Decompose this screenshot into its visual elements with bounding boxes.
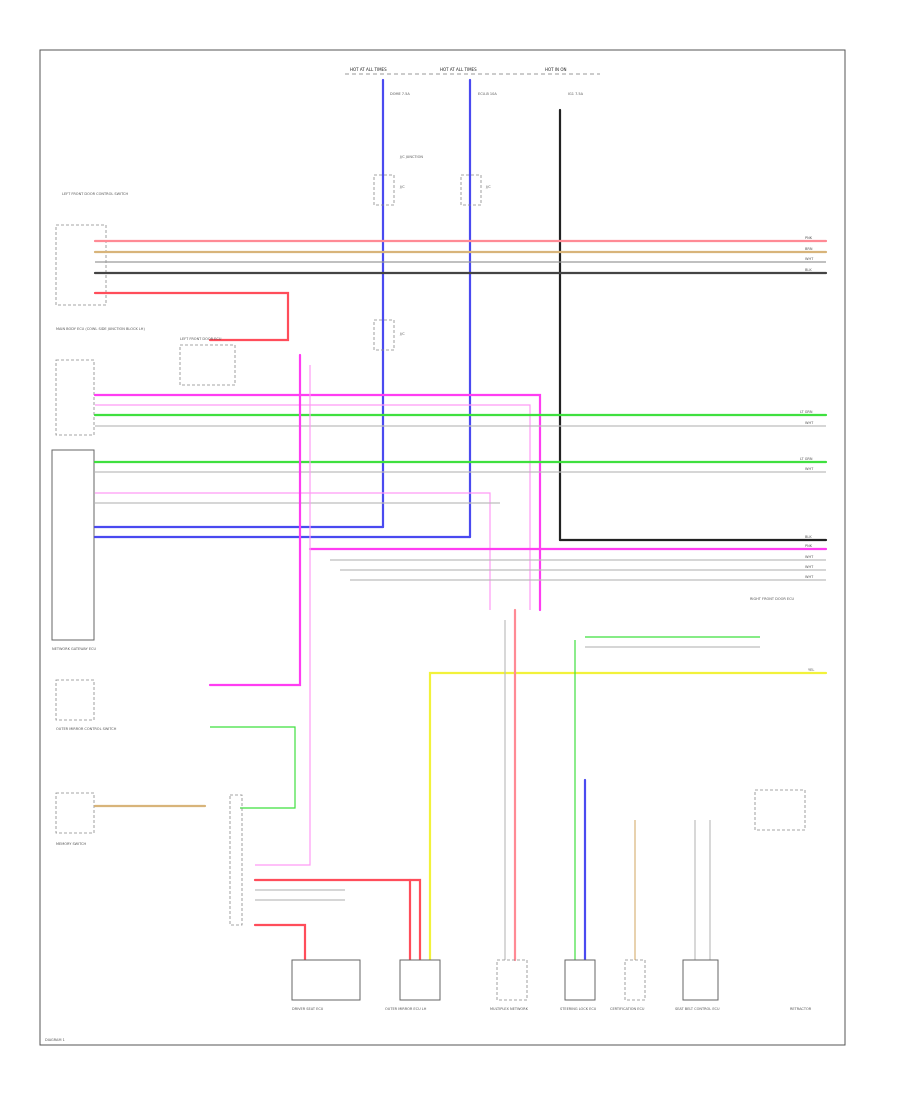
page-ref: DIAGRAM 1 xyxy=(45,1038,65,1042)
wire-red-loop xyxy=(93,291,290,342)
outer-mirror-box xyxy=(55,679,95,721)
gateway-ecu-box xyxy=(51,449,95,641)
svg-text:LT GRN: LT GRN xyxy=(800,457,813,461)
svg-text:YEL: YEL xyxy=(808,668,814,672)
svg-text:WHT: WHT xyxy=(805,421,814,425)
wire-yellow xyxy=(428,671,828,962)
retractor-box xyxy=(754,789,806,831)
bottom-label-6: SEAT BELT CONTROL ECU xyxy=(675,1007,720,1011)
bottom-box-5 xyxy=(624,959,646,1001)
wire-magenta-c xyxy=(95,492,491,610)
top-label-b: HOT AT ALL TIMES xyxy=(440,67,477,72)
svg-text:WHT: WHT xyxy=(805,257,814,261)
diagram-frame xyxy=(39,49,846,1046)
gateway-ecu-label: NETWORK GATEWAY ECU xyxy=(52,647,97,651)
wire-magenta-vertical xyxy=(208,353,302,687)
top-label-a: HOT AT ALL TIMES xyxy=(350,67,387,72)
svg-text:BRN: BRN xyxy=(805,247,813,251)
wire-green-lower xyxy=(210,726,296,809)
bottom-label-3: MULTIPLEX NETWORK xyxy=(490,1007,529,1011)
wire-magenta-b xyxy=(95,404,531,610)
fuse-2-label: ECU-B 10A xyxy=(478,92,497,96)
bottom-box-3 xyxy=(496,959,528,1001)
svg-text:BLK: BLK xyxy=(805,268,812,272)
bottom-label-5: CERTIFICATION ECU xyxy=(610,1007,645,1011)
bottom-box-1 xyxy=(291,959,361,1001)
bottom-label-7: RETRACTOR xyxy=(790,1007,812,1011)
memory-switch-label: MEMORY SWITCH xyxy=(56,842,87,846)
memory-switch-box xyxy=(55,792,95,834)
main-body-ecu-label: MAIN BODY ECU (COWL SIDE JUNCTION BLOCK … xyxy=(56,327,145,331)
svg-text:J/C: J/C xyxy=(399,185,405,189)
fuse-3-label: IG1 7.5A xyxy=(568,92,584,96)
left-door-ecu-box xyxy=(179,344,236,386)
left-door-ecu-label: LEFT FRONT DOOR ECU xyxy=(180,337,222,341)
svg-text:WHT: WHT xyxy=(805,575,814,579)
svg-text:PNK: PNK xyxy=(805,544,813,548)
svg-text:WHT: WHT xyxy=(805,565,814,569)
svg-text:LT GRN: LT GRN xyxy=(800,410,813,414)
bottom-box-2 xyxy=(399,959,441,1001)
bottom-label-2: OUTER MIRROR ECU LH xyxy=(385,1007,427,1011)
wire-magenta-a xyxy=(93,393,542,612)
wire-red-lower xyxy=(253,878,422,962)
svg-text:WHT: WHT xyxy=(805,555,814,559)
svg-text:J/C JUNCTION: J/C JUNCTION xyxy=(399,155,423,159)
bottom-label-1: DRIVER SEAT ECU xyxy=(292,1007,324,1011)
svg-text:BLK: BLK xyxy=(805,535,812,539)
svg-text:J/C: J/C xyxy=(399,332,405,336)
bottom-box-6 xyxy=(682,959,719,1001)
bottom-label-4: STEERING LOCK ECU xyxy=(560,1007,597,1011)
outer-mirror-label: OUTER MIRROR CONTROL SWITCH xyxy=(56,727,117,731)
svg-text:J/C: J/C xyxy=(485,185,491,189)
left-front-door-label: LEFT FRONT DOOR CONTROL SWITCH xyxy=(62,192,128,196)
svg-text:PNK: PNK xyxy=(805,236,813,240)
bottom-box-4 xyxy=(564,959,596,1001)
svg-text:WHT: WHT xyxy=(805,467,814,471)
fuse-1-label: DOME 7.5A xyxy=(390,92,410,96)
left-front-door-switch-box xyxy=(55,224,107,306)
top-label-c: HOT IN ON xyxy=(545,67,566,72)
right-door-ecu-label: RIGHT FRONT DOOR ECU xyxy=(750,597,795,601)
